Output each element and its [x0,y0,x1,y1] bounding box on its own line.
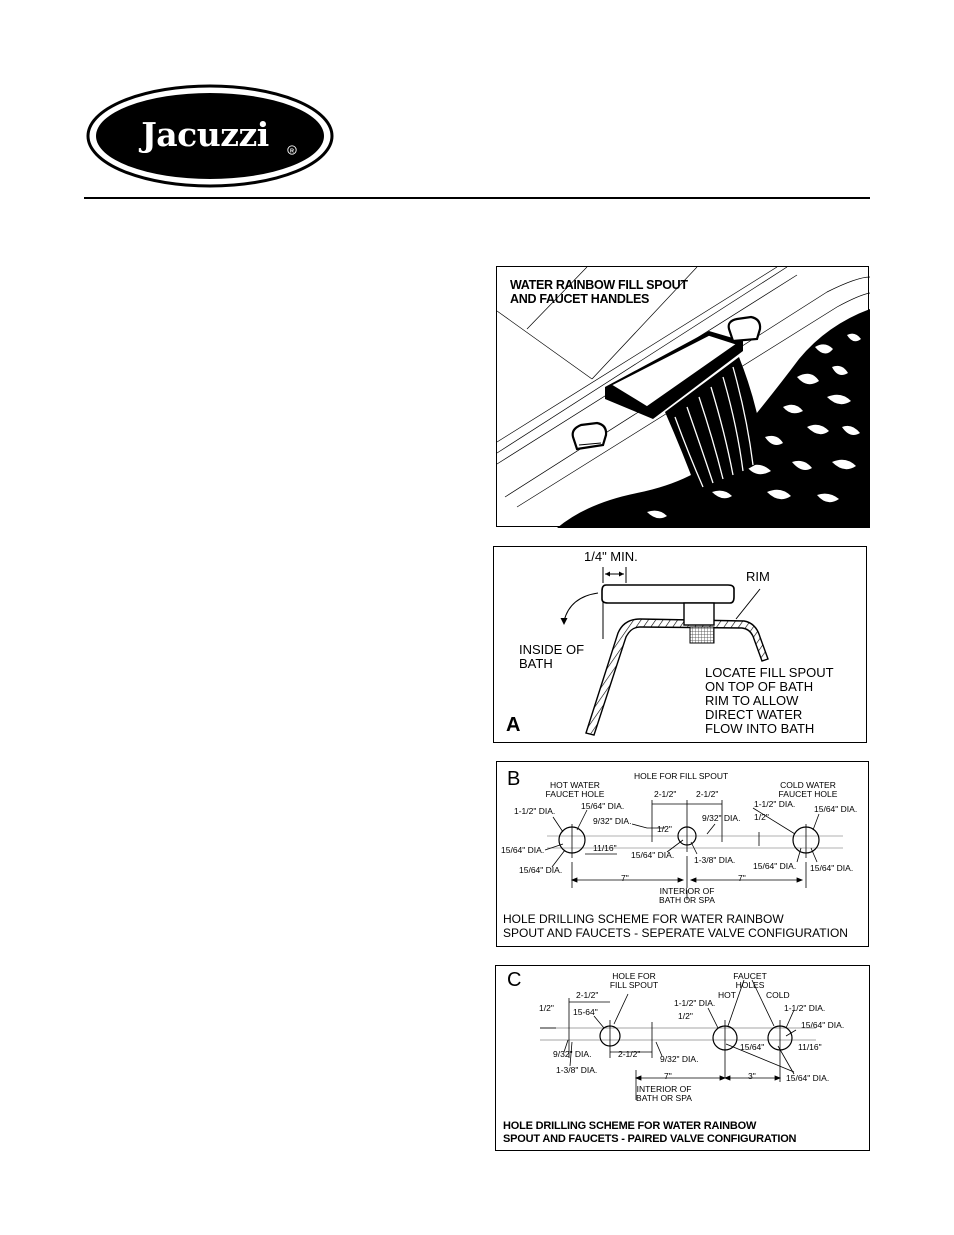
figure1-title-line2: AND FAUCET HANDLES [510,292,650,306]
dim-b-11-16: 11/16" [593,843,617,853]
dim-b-15-64-bottom-right1: 15/64" DIA. [753,861,797,871]
dim-b-15-64-bottom-left: 15/64" DIA. [519,865,563,875]
dim-b-15-64-bottom-right2: 15/64" DIA. [810,863,854,873]
note-line-4: DIRECT WATER [705,707,803,722]
hot-faucet-line1: HOT WATER [550,780,600,790]
separate-valve-drawing [544,800,843,900]
spout-illustration [497,267,870,528]
note-line-5: FLOW INTO BATH [705,721,815,736]
note-line-3: RIM TO ALLOW [705,693,799,708]
paired-valve-drawing [540,979,816,1100]
dim-b-1-12-right: 1-1/2" DIA. [754,799,796,809]
dim-c-15-64-a: 15-64" [573,1007,598,1017]
logo-wordmark: Jacuzzi [138,115,269,154]
figure-fill-spout-illustration: WATER RAINBOW FILL SPOUT AND FAUCET HAND… [496,266,870,528]
dim-c-1-2-left: 1/2" [539,1003,554,1013]
dim-b-1-38: 1-3/8" DIA. [694,855,736,865]
dim-b-15-64-top-left: 15/64" DIA. [581,801,625,811]
caption-b-line2: SPOUT AND FAUCETS - SEPERATE VALVE CONFI… [503,926,848,940]
dim-c-15-64-d: 15/64" DIA. [786,1073,830,1083]
interior-c-line2: BATH OR SPA [636,1093,692,1103]
inside-bath-line2: BATH [519,656,553,671]
cold-faucet-line1: COLD WATER [780,780,836,790]
figure1-title-line1: WATER RAINBOW FILL SPOUT [510,278,688,292]
dim-c-2-12-bottom: 2-1/2" [618,1049,641,1059]
inside-bath-line1: INSIDE OF [519,642,585,657]
rim-label: RIM [746,569,770,584]
dim-c-9-32-mid: 9/32" DIA. [660,1054,699,1064]
cold-label: COLD [766,990,790,1000]
dim-b-1-2-right: 1/2" [754,812,769,822]
faucet-holes-line1: FAUCET [733,971,767,981]
dim-c-9-32-left: 9/32" DIA. [553,1049,592,1059]
interior-b-line1: INTERIOR OF [659,886,715,896]
note-line-1: LOCATE FILL SPOUT [705,665,834,680]
dim-c-1-2-hot: 1/2" [678,1011,693,1021]
faucet-holes-line2: HOLES [735,980,765,990]
dim-c-2-12-top: 2-1/2" [576,990,599,1000]
caption-b-line1: HOLE DRILLING SCHEME FOR WATER RAINBOW [503,912,784,926]
header-rule [84,197,870,199]
caption-c-line1: HOLE DRILLING SCHEME FOR WATER RAINBOW [503,1120,757,1132]
dim-c-3: 3" [748,1071,756,1081]
dim-c-1-12-hot: 1-1/2" DIA. [674,998,716,1008]
note-line-2: ON TOP OF BATH [705,679,814,694]
figure-letter-c: C [507,969,522,991]
dim-b-2-12-left: 2-1/2" [654,789,677,799]
dim-b-1-2-mid: 1/2" [657,824,672,834]
dim-b-1-12-left: 1-1/2" DIA. [514,806,556,816]
min-gap-label: 1/4" MIN. [584,549,638,564]
dim-b-15-64-center: 15/64" DIA. [631,850,675,860]
spout-c-line1: HOLE FOR [612,971,656,981]
dim-c-15-64-b: 15/64" [740,1042,765,1052]
hot-faucet-line2: FAUCET HOLE [545,789,605,799]
rim-section-drawing [560,567,769,736]
dim-b-2-12-right: 2-1/2" [696,789,719,799]
figure-a-rim-placement: 1/4" MIN. RIM INSIDE OF BATH LOCATE FILL… [493,546,867,743]
registered-mark: R [290,149,294,155]
dim-b-9-32-right: 9/32" DIA. [702,813,741,823]
dim-c-15-64-c: 15/64" DIA. [801,1020,845,1030]
interior-c-line1: INTERIOR OF [636,1084,692,1094]
dim-b-15-64-top-right: 15/64" DIA. [814,804,858,814]
fill-spout-hole-label: HOLE FOR FILL SPOUT [634,771,729,781]
interior-b-line2: BATH OR SPA [659,895,715,905]
dim-c-11-16: 11/16" [798,1042,822,1052]
figure-b-separate-valve: B HOT WATER FAUCET HOLE HOLE FOR FILL SP… [496,761,869,947]
dim-b-7-left: 7" [621,873,629,883]
dim-b-7-right: 7" [738,873,746,883]
caption-c-line2: SPOUT AND FAUCETS - PAIRED VALVE CONFIGU… [503,1133,797,1145]
jacuzzi-logo: Jacuzzi R [86,84,334,188]
cold-faucet-line2: FAUCET HOLE [778,789,838,799]
dim-b-9-32-left: 9/32" DIA. [593,816,632,826]
figure-c-paired-valve: C HOLE FOR FILL SPOUT FAUCET HOLES HOT C… [495,965,870,1151]
figure-letter-a: A [506,714,521,736]
dim-c-1-38: 1-3/8" DIA. [556,1065,598,1075]
hot-label: HOT [718,990,736,1000]
figure-letter-b: B [507,768,521,790]
dim-c-7: 7" [664,1071,672,1081]
dim-c-1-12-cold: 1-1/2" DIA. [784,1003,826,1013]
dim-b-15-64-mid-left: 15/64" DIA. [501,845,545,855]
spout-c-line2: FILL SPOUT [609,980,659,990]
